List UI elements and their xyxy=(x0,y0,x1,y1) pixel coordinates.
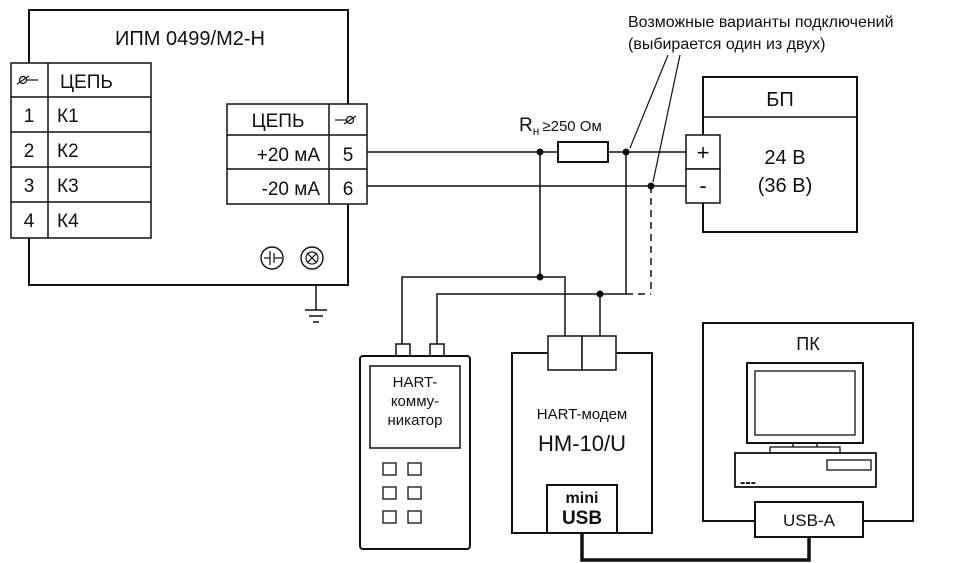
usb-a-label: USB-A xyxy=(783,511,836,530)
left-row-name: К4 xyxy=(57,211,79,232)
keypad-key xyxy=(407,510,422,524)
keypad-key xyxy=(407,462,422,476)
left-row-num: 3 xyxy=(24,176,35,197)
keypad-key xyxy=(382,486,397,500)
junction-dot xyxy=(536,273,544,281)
system-unit-icon: --- xyxy=(734,452,877,491)
junction-dot xyxy=(596,290,604,298)
hart-modem: HART-модем HM-10/U mini USB xyxy=(511,335,653,534)
connection-note: Возможные варианты подключений (выбирает… xyxy=(628,14,894,183)
left-row-name: К1 xyxy=(57,106,79,127)
usb-a-port xyxy=(754,501,864,538)
keypad-key xyxy=(382,510,397,524)
loop-wires xyxy=(367,148,686,344)
left-row-num: 2 xyxy=(24,141,35,162)
load-resistor: Rн≥250 Ом xyxy=(519,115,609,163)
right-terminal-table: ЦЕПЬ +20 мА 5 -20 мА 6 xyxy=(226,103,368,205)
right-row-name: -20 мА xyxy=(262,179,321,200)
right-row-num: 6 xyxy=(343,179,354,200)
note-line2: (выбирается один из двух) xyxy=(628,36,825,53)
communicator-line3: никатор xyxy=(388,412,443,429)
communicator-line2: комму- xyxy=(391,393,439,410)
mini-usb-line1: mini xyxy=(566,490,599,507)
pc: ПК --- USB-A xyxy=(702,322,914,538)
right-row-num: 5 xyxy=(343,145,354,166)
right-row-name: +20 мА xyxy=(257,145,321,166)
left-terminal-table: ЦЕПЬ 1 К1 2 К2 3 К3 4 К4 xyxy=(10,62,152,239)
keypad-key xyxy=(407,486,422,500)
power-supply-title: БП xyxy=(766,89,794,111)
right-table-header: ЦЕПЬ xyxy=(252,111,305,132)
left-table-header: ЦЕПЬ xyxy=(60,72,113,93)
voltage-alt-label: (36 В) xyxy=(758,175,812,197)
resistor-label: Rн≥250 Ом xyxy=(519,115,602,138)
pc-title: ПК xyxy=(796,334,820,354)
minus-terminal-label: - xyxy=(699,173,706,198)
device-title: ИПМ 0499/М2-Н xyxy=(115,28,265,50)
modem-line1: HART-модем xyxy=(537,406,627,423)
monitor-icon xyxy=(746,362,864,454)
mini-usb-port xyxy=(546,484,618,534)
keypad-key xyxy=(382,462,397,476)
left-row-name: К3 xyxy=(57,176,79,197)
junction-dot xyxy=(536,148,544,156)
left-row-num: 1 xyxy=(24,106,35,127)
mini-usb-line2: USB xyxy=(562,508,602,529)
plus-terminal-label: + xyxy=(697,140,710,165)
hart-communicator: HART- комму- никатор xyxy=(359,343,471,550)
left-row-name: К2 xyxy=(57,141,79,162)
modem-connector xyxy=(547,335,583,371)
power-supply: БП + - 24 В (36 В) xyxy=(685,76,858,233)
junction-dot xyxy=(622,148,630,156)
note-line1: Возможные варианты подключений xyxy=(628,14,894,31)
communicator-line1: HART- xyxy=(393,374,438,391)
ground-terminal-icon xyxy=(260,246,284,270)
drive-indicator: --- xyxy=(740,474,756,491)
left-row-num: 4 xyxy=(24,211,35,232)
modem-line2: HM-10/U xyxy=(538,431,626,456)
keypad xyxy=(382,462,422,524)
terminal-icon xyxy=(335,115,357,125)
modem-connector xyxy=(581,335,617,371)
terminal-icon xyxy=(16,75,38,85)
earth-ground-icon xyxy=(305,285,327,323)
fuse-icon xyxy=(300,246,324,270)
voltage-label: 24 В xyxy=(764,147,805,169)
junction-dot xyxy=(647,182,655,190)
ipm-device: ИПМ 0499/М2-Н ЦЕПЬ 1 К1 2 К2 3 К3 4 К4 xyxy=(10,9,368,323)
usb-cable xyxy=(580,533,811,562)
